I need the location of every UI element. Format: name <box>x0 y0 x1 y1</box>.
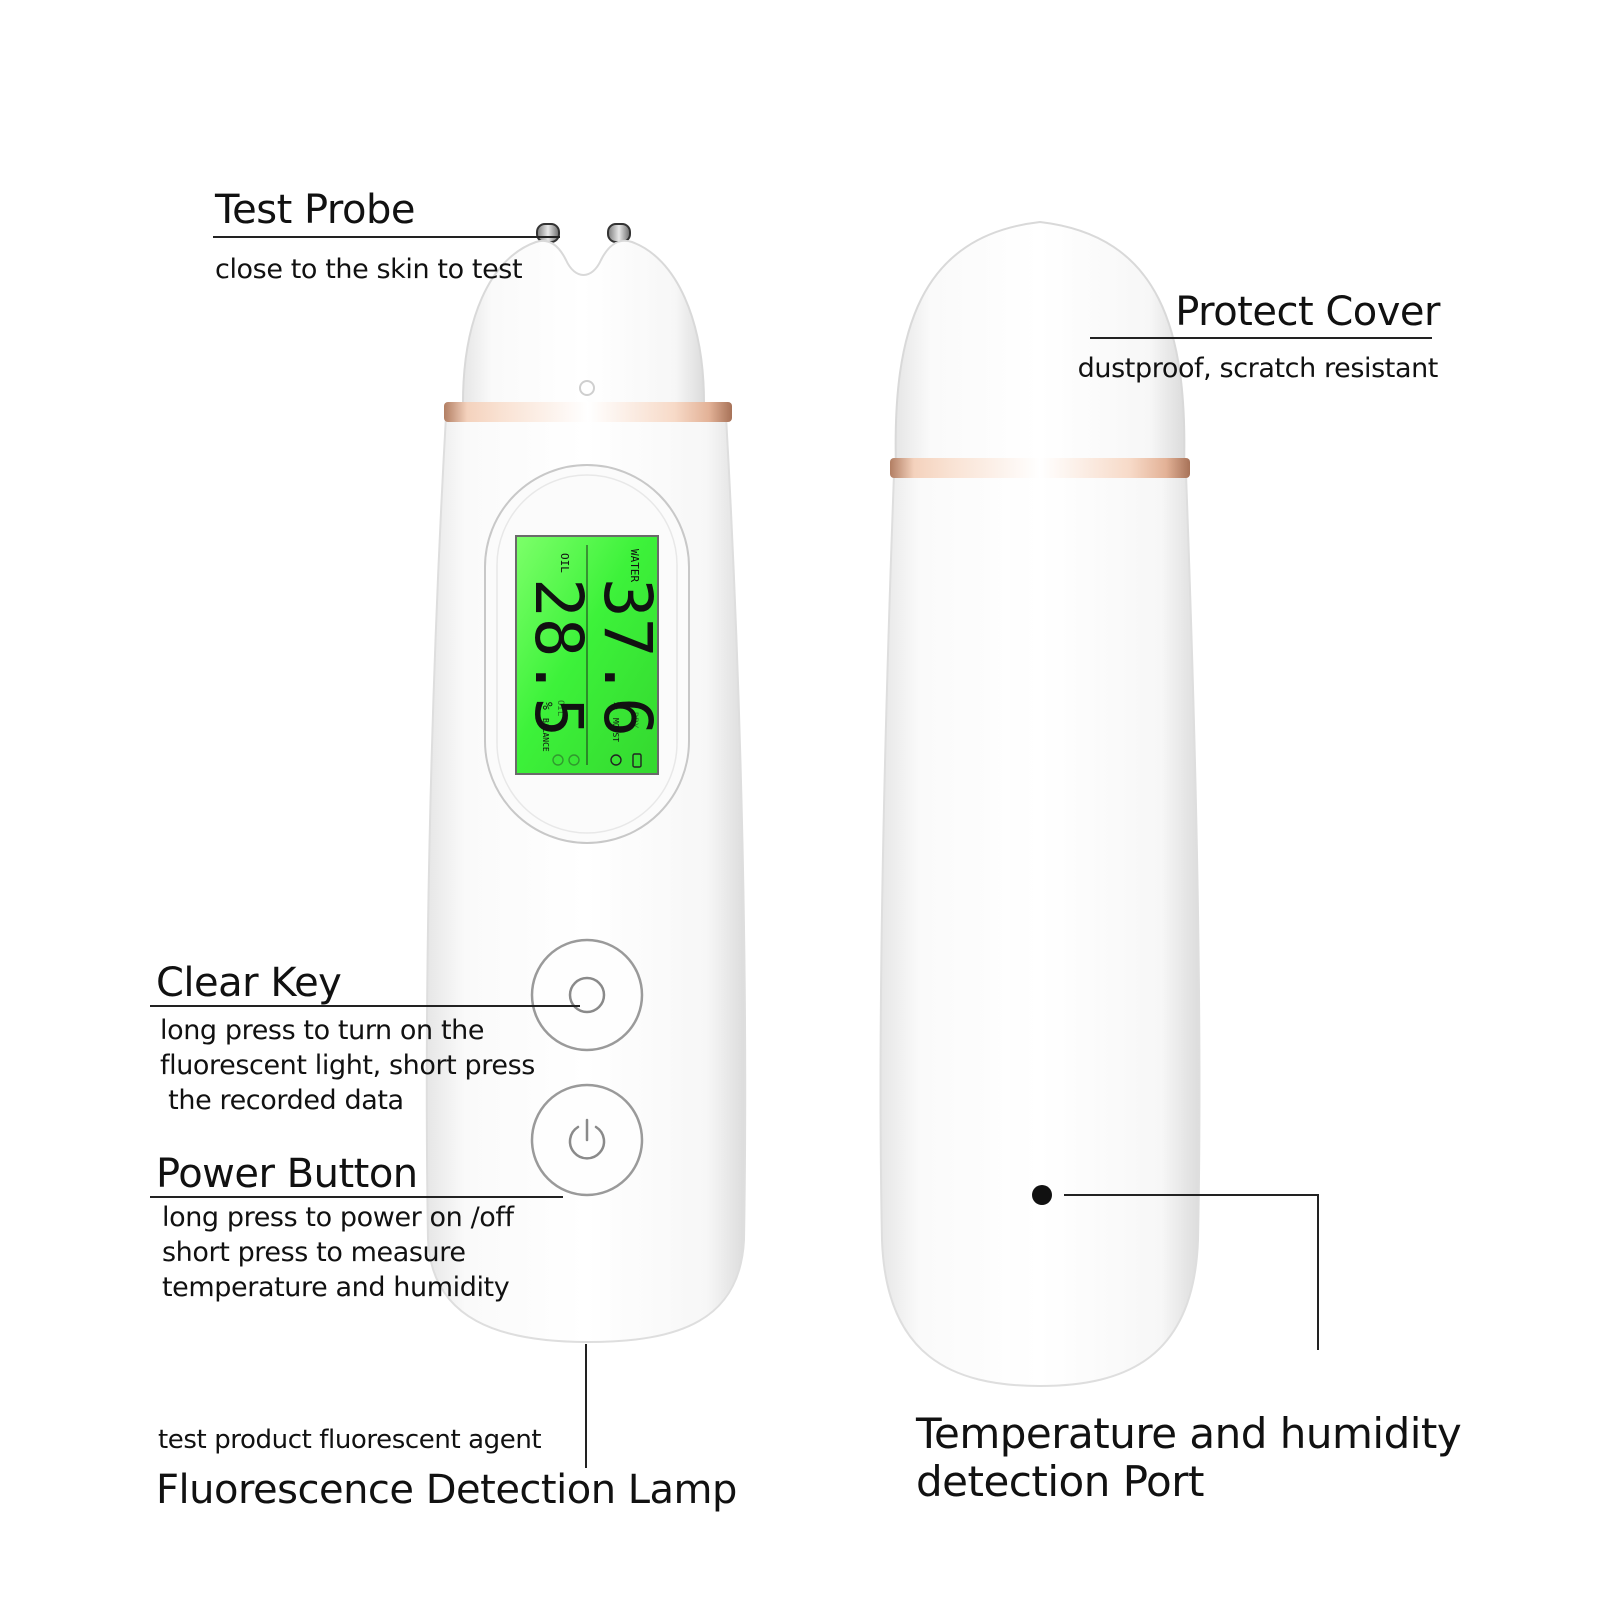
clear-key-desc-line: fluorescent light, short press <box>160 1050 535 1082</box>
power-button-desc: long press to power on /off short press … <box>162 1200 514 1305</box>
lcd-dry-label: DRY <box>629 712 639 729</box>
clear-key[interactable] <box>530 938 644 1052</box>
protect-cover-title: Protect Cover <box>1175 289 1440 335</box>
fluorescence-desc: test product fluorescent agent <box>158 1425 542 1455</box>
rose-gold-ring <box>444 402 732 422</box>
power-icon <box>568 1118 606 1160</box>
temp-port-title-line: Temperature and humidity <box>916 1409 1462 1458</box>
power-button[interactable] <box>530 1083 644 1197</box>
clear-key-title: Clear Key <box>156 960 342 1006</box>
lcd-balance-label: BALANCE <box>541 718 550 752</box>
test-probe-title: Test Probe <box>215 187 415 233</box>
temp-port-title-line: detection Port <box>916 1457 1204 1507</box>
cover-body <box>879 473 1201 1388</box>
clear-key-desc: long press to turn on the fluorescent li… <box>160 1013 535 1118</box>
lcd-oil-label: OIL <box>558 553 571 573</box>
power-button-title: Power Button <box>156 1151 418 1197</box>
test-probe-tips <box>536 223 631 243</box>
lcd-oil-unit: % <box>539 702 554 710</box>
probe-head <box>461 239 706 409</box>
clear-key-desc-line: long press to turn on the <box>160 1015 485 1046</box>
leader-temp-port <box>1064 1194 1319 1350</box>
protect-cover-desc: dustproof, scratch resistant <box>1077 353 1439 384</box>
lcd-oil-value: 28.5 <box>520 578 597 737</box>
probe-tip-left <box>536 223 560 243</box>
power-button-desc-line: short press to measure <box>162 1237 466 1269</box>
sensor-dot <box>579 380 595 396</box>
temp-port-title: Temperature and humidity detection Port <box>916 1409 1462 1507</box>
circle-icon <box>568 976 606 1014</box>
lcd-water-unit: % <box>607 702 622 710</box>
power-button-desc-line: temperature and humidity <box>162 1272 510 1304</box>
test-probe-desc: close to the skin to test <box>215 254 523 285</box>
protect-cover-cap <box>894 220 1186 469</box>
lcd-oil-status: OIL <box>555 700 565 716</box>
lcd-water-value: 37.6 <box>589 578 666 737</box>
lcd-moist-label: MOIST <box>611 718 620 742</box>
temperature-humidity-port <box>1032 1185 1052 1205</box>
lcd-status-icons <box>552 753 642 768</box>
fluorescence-title: Fluorescence Detection Lamp <box>156 1467 737 1513</box>
probe-tip-right <box>607 223 631 243</box>
leader-lines <box>150 236 1432 1468</box>
lcd-water-label: WATER <box>628 549 641 582</box>
power-button-desc-line: long press to power on /off <box>162 1202 514 1233</box>
clear-key-desc-line: the recorded data <box>160 1085 404 1117</box>
cover-rose-gold-ring <box>890 458 1190 478</box>
